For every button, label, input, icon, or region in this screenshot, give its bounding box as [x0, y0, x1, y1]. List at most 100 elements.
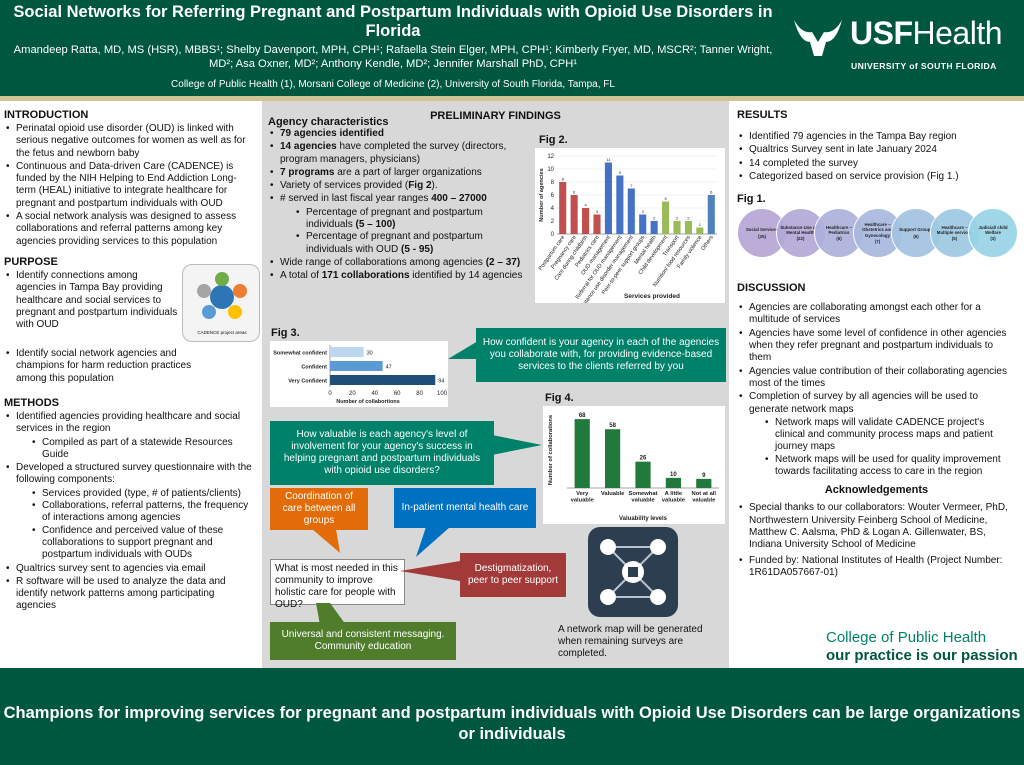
fig2-bar: [696, 227, 704, 234]
cadence-diagram: CADENCE project areas: [182, 263, 260, 342]
arrow-messaging-icon: [316, 603, 346, 625]
fig1-category-name: Support Groups: [899, 227, 933, 233]
fig1-category-count: (7): [874, 238, 881, 244]
fig2-bar: [627, 188, 635, 234]
findings-heading: PRELIMINARY FINDINGS: [430, 110, 561, 122]
fig4-data-label: 9: [702, 473, 706, 479]
left-column: INTRODUCTION Perinatal opioid use disord…: [0, 101, 262, 668]
agency-characteristics: Agency characteristics 79 agencies ident…: [268, 116, 530, 284]
intro-item: Perinatal opioid use disorder (OUD) is l…: [4, 123, 256, 160]
fig2-data-label: 5: [664, 196, 667, 201]
methods-subitem: Services provided (type, # of patients/c…: [30, 488, 256, 501]
fig1-category-count: (3): [990, 236, 996, 242]
fig3-category-label: Confident: [301, 365, 327, 371]
arrow-destigmatization-icon: [400, 561, 460, 581]
agency-item: 79 agencies identified: [268, 128, 530, 141]
discussion-item: Completion of survey by all agencies wil…: [737, 391, 1016, 478]
cph-tagline: our practice is our passion: [826, 647, 1018, 664]
logo-wordmark: USFHealth: [850, 15, 1002, 51]
fig4-data-label: 26: [640, 456, 647, 462]
fig2-bar: [582, 208, 590, 234]
methods-heading: METHODS: [4, 396, 59, 409]
fig2-data-label: 8: [562, 177, 565, 182]
need-coordination: Coordination of care between all groups: [270, 488, 368, 530]
poster-title: Social Networks for Referring Pregnant a…: [13, 3, 773, 40]
fig2-data-label: 3: [596, 209, 599, 214]
intro-item: Continuous and Data-driven Care (CADENCE…: [4, 161, 256, 210]
agency-subitem: Percentage of pregnant and postpartum in…: [294, 207, 530, 232]
fig3-category-label: Somewhat confident: [273, 351, 327, 357]
fig3-x-title: Number of collabortions: [336, 399, 400, 405]
footer-text: Champions for improving services for pre…: [3, 704, 1021, 743]
arrow-to-fig3-icon: [448, 341, 478, 359]
fig1-category-name: Healthcare – Pediatrics: [825, 224, 853, 236]
fig4-bar: [605, 429, 621, 488]
fig2-y-tick: 2: [551, 219, 555, 225]
fig1-category-count: (6): [913, 233, 919, 239]
confidence-question: How confident is your agency in each of …: [476, 328, 726, 382]
network-icon: [600, 539, 666, 605]
results-list: Identified 79 agencies in the Tampa Bay …: [737, 131, 1016, 183]
fig4-x-title: Valuability levels: [619, 516, 668, 522]
cadence-wheel-icon: [197, 271, 247, 319]
fig2-data-label: 2: [687, 216, 690, 221]
agency-item: Variety of services provided (Fig 2).: [268, 180, 530, 193]
discussion-list: Agencies are collaborating amongst each …: [737, 302, 1016, 478]
logo-subtitle: UNIVERSITY of SOUTH FLORIDA: [851, 61, 997, 71]
fig3-bar: [330, 347, 364, 357]
methods-item: Developed a structured survey questionna…: [4, 462, 256, 561]
fig2-y-tick: 6: [551, 193, 555, 199]
fig3-data-label: 30: [367, 351, 373, 357]
fig2-category-label: Others: [700, 235, 715, 252]
fig3-label: Fig 3.: [271, 327, 300, 339]
results-item: 14 completed the survey: [737, 158, 1016, 171]
ack-item: Special thanks to our collaborators: Wou…: [737, 502, 1016, 551]
author-list: Amandeep Ratta, MD, MS (HSR), MBBS¹; She…: [13, 44, 773, 70]
poster-header: Social Networks for Referring Pregnant a…: [0, 0, 1024, 96]
fig2-bar: [684, 221, 692, 234]
usf-health-logo: USFHealth UNIVERSITY of SOUTH FLORIDA: [792, 12, 1017, 78]
fig2-data-label: 2: [653, 216, 656, 221]
agency-item: 7 programs are a part of larger organiza…: [268, 167, 530, 180]
results-heading: RESULTS: [737, 109, 788, 121]
need-messaging: Universal and consistent messaging. Comm…: [270, 622, 456, 660]
fig1-category-name: Healthcare – Obstetrics and Gynecology: [862, 222, 893, 238]
discussion-subitem: Network maps will be used for quality im…: [763, 454, 1016, 479]
methods-item: Qualtrics survey sent to agencies via em…: [4, 563, 256, 576]
gold-stripe: [0, 96, 1024, 101]
discussion-item: Agencies are collaborating amongst each …: [737, 302, 1016, 327]
arrow-coordination-icon: [312, 529, 340, 553]
network-map-illustration: [588, 527, 678, 617]
network-note: A network map will be generated when rem…: [558, 624, 703, 659]
fig4-bar: [635, 461, 651, 488]
arrow-to-fig4-icon: [492, 435, 542, 455]
fig1-category-count: (25): [758, 233, 766, 239]
methods-subitem: Confidence and perceived value of these …: [30, 525, 256, 562]
fig1-category-count: (22): [796, 236, 805, 242]
fig3-x-tick: 20: [349, 391, 356, 397]
fig2-data-label: 2: [676, 216, 679, 221]
fig4-category-label: Valuable: [601, 491, 625, 497]
purpose-heading: PURPOSE: [4, 255, 58, 268]
fig1-category-count: (5): [951, 236, 958, 242]
agency-item: A total of 171 collaborations identified…: [268, 270, 530, 283]
fig2-y-tick: 10: [547, 167, 554, 173]
ack-list: Special thanks to our collaborators: Wou…: [737, 502, 1016, 579]
ack-item: Funded by: National Institutes of Health…: [737, 555, 1016, 580]
agency-subitem: Percentage of pregnant and postpartum in…: [294, 231, 530, 256]
fig2-data-label: 6: [710, 190, 713, 195]
middle-column: PRELIMINARY FINDINGS Agency characterist…: [262, 101, 729, 668]
fig3-data-label: 94: [438, 379, 444, 385]
need-inpatient: In-patient mental health care: [394, 488, 536, 528]
agency-heading: Agency characteristics: [268, 116, 389, 128]
fig1-category-name: Substance Use and Mental Health: [780, 224, 821, 236]
bull-icon: [794, 20, 842, 56]
fig2-data-label: 6: [573, 190, 576, 195]
fig2-data-label: 7: [630, 183, 633, 188]
fig2-y-tick: 8: [551, 180, 555, 186]
